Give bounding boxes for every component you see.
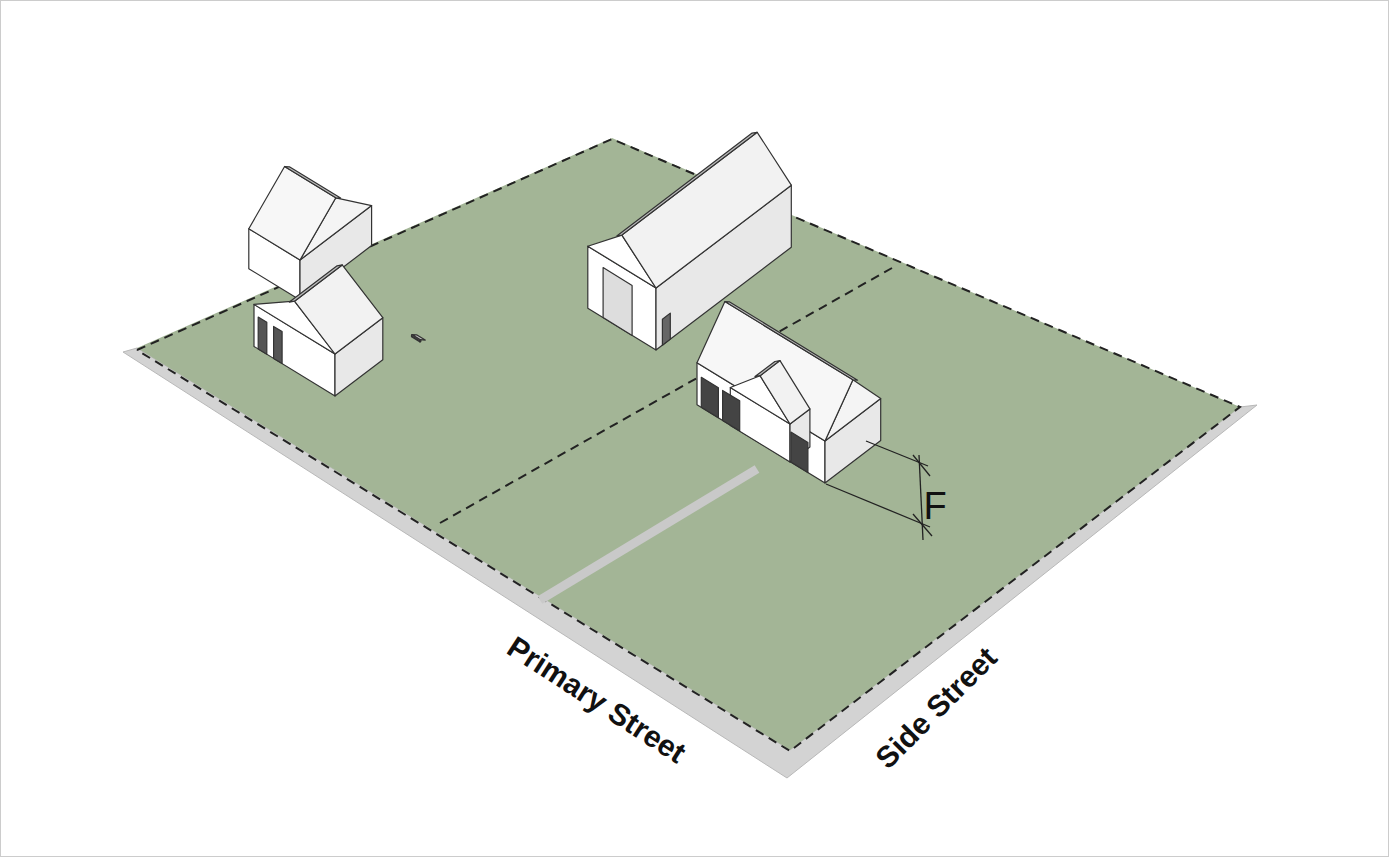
door [274, 326, 283, 363]
door [701, 377, 718, 418]
door [723, 390, 740, 430]
door [258, 317, 267, 354]
roof-ridge [412, 335, 425, 341]
door [603, 268, 632, 336]
roof-ridge [725, 302, 858, 381]
roof-ridge [289, 265, 342, 302]
roof [622, 132, 791, 288]
setback-dimension [826, 441, 932, 540]
extension-line [826, 484, 930, 527]
dimension-line [919, 455, 923, 540]
roof-ridge [285, 167, 341, 199]
door [662, 313, 670, 345]
roof [249, 167, 336, 261]
buildings [249, 132, 881, 483]
dimension-label: F [923, 485, 946, 528]
roof-ridge [755, 361, 780, 377]
roof [295, 265, 383, 354]
roof-ridge [617, 132, 757, 236]
tick-mark [913, 455, 930, 476]
door [791, 432, 808, 473]
walkway [540, 469, 757, 600]
